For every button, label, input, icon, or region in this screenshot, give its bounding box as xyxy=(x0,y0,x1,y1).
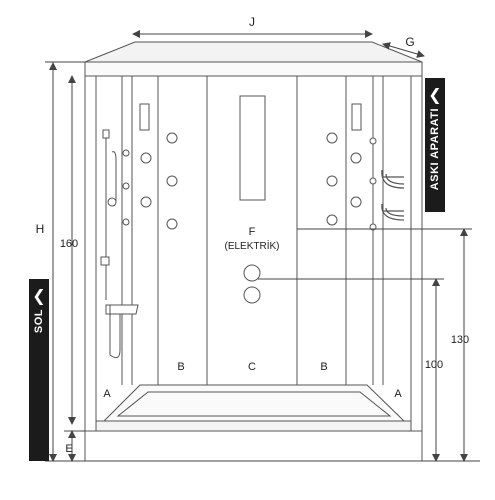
panel-a-left: A xyxy=(103,388,111,400)
hanger-tab-label: ASKI APARATI xyxy=(429,108,441,191)
left-speaker xyxy=(139,103,150,131)
chevron-left-icon: ❮ xyxy=(428,85,442,104)
hand-shower xyxy=(100,129,139,359)
shower-tray xyxy=(84,384,423,462)
dim-130-label: 130 xyxy=(451,334,469,346)
dim-depth-line xyxy=(382,42,425,58)
cabin-roof xyxy=(84,41,423,77)
massage-jets xyxy=(122,132,377,231)
left-tab-label: SOL xyxy=(33,309,45,334)
center-controls xyxy=(243,264,261,304)
chevron-left-icon: ❮ xyxy=(32,286,46,305)
dim-base-label: E xyxy=(65,443,72,455)
control-display xyxy=(239,95,266,201)
hanger-accessories xyxy=(381,169,405,221)
panel-b-left: B xyxy=(177,361,184,373)
panel-a-right: A xyxy=(394,388,402,400)
center-panel-title: F xyxy=(249,226,256,238)
dim-height-label: H xyxy=(36,222,45,236)
dim-width-label: J xyxy=(249,15,255,29)
left-tab: ❮ SOL xyxy=(29,279,49,461)
panel-b-right: B xyxy=(320,361,327,373)
dim-depth-label: G xyxy=(405,35,414,49)
dim-100-label: 100 xyxy=(425,359,443,371)
right-speaker xyxy=(351,103,362,131)
hanger-tab: ❮ ASKI APARATI xyxy=(425,78,445,212)
panel-c-center: C xyxy=(248,361,256,373)
dim-160-label: 160 xyxy=(60,238,78,250)
center-panel-subtitle: (ELEKTRİK) xyxy=(224,239,279,252)
